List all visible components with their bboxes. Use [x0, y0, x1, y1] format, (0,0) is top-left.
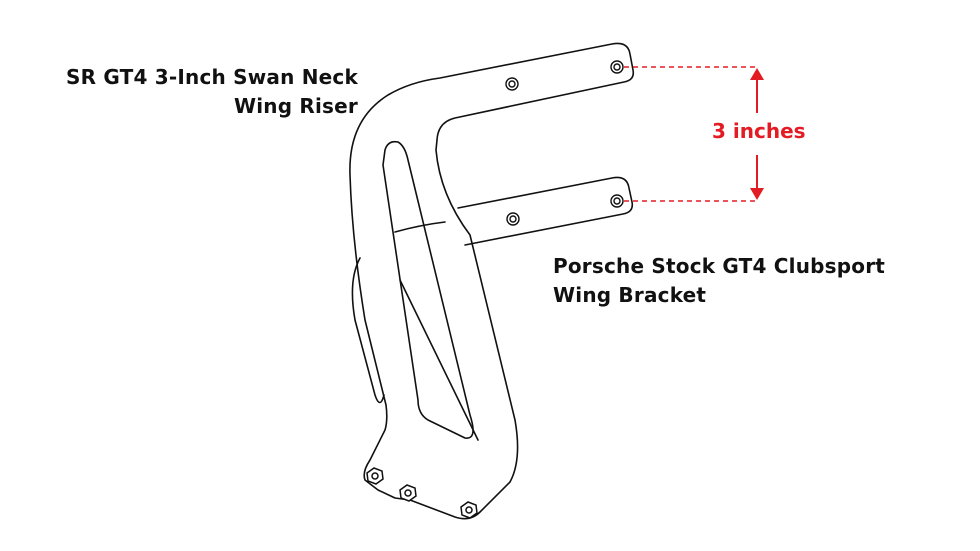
hex-nut-icon [366, 467, 384, 485]
bracket-arm [457, 176, 634, 246]
bolt-hole-icon [505, 77, 519, 91]
riser-outline [349, 42, 635, 520]
inner-diagonal [399, 279, 479, 441]
bracket-label: Porsche Stock GT4 Clubsport Wing Bracket [553, 252, 885, 310]
dimension-label: 3 inches [712, 119, 806, 143]
inner-curve [394, 221, 446, 233]
inner-slot [382, 140, 474, 439]
arrow-down-icon [750, 188, 764, 200]
bolt-hole-icon [506, 212, 520, 226]
arrow-up-icon [750, 68, 764, 80]
hex-nut-icon [399, 484, 417, 502]
bolt-hole-icon [610, 194, 624, 208]
riser-label: SR GT4 3-Inch Swan Neck Wing Riser [66, 63, 358, 121]
riser-label-line2: Wing Riser [233, 94, 358, 118]
bracket-label-line2: Wing Bracket [553, 283, 707, 307]
rear-flange [351, 257, 385, 404]
bracket-label-line1: Porsche Stock GT4 Clubsport [553, 254, 886, 278]
bolt-hole-icon [610, 60, 624, 74]
hex-nut-icon [460, 501, 478, 519]
riser-label-line1: SR GT4 3-Inch Swan Neck [66, 65, 358, 89]
